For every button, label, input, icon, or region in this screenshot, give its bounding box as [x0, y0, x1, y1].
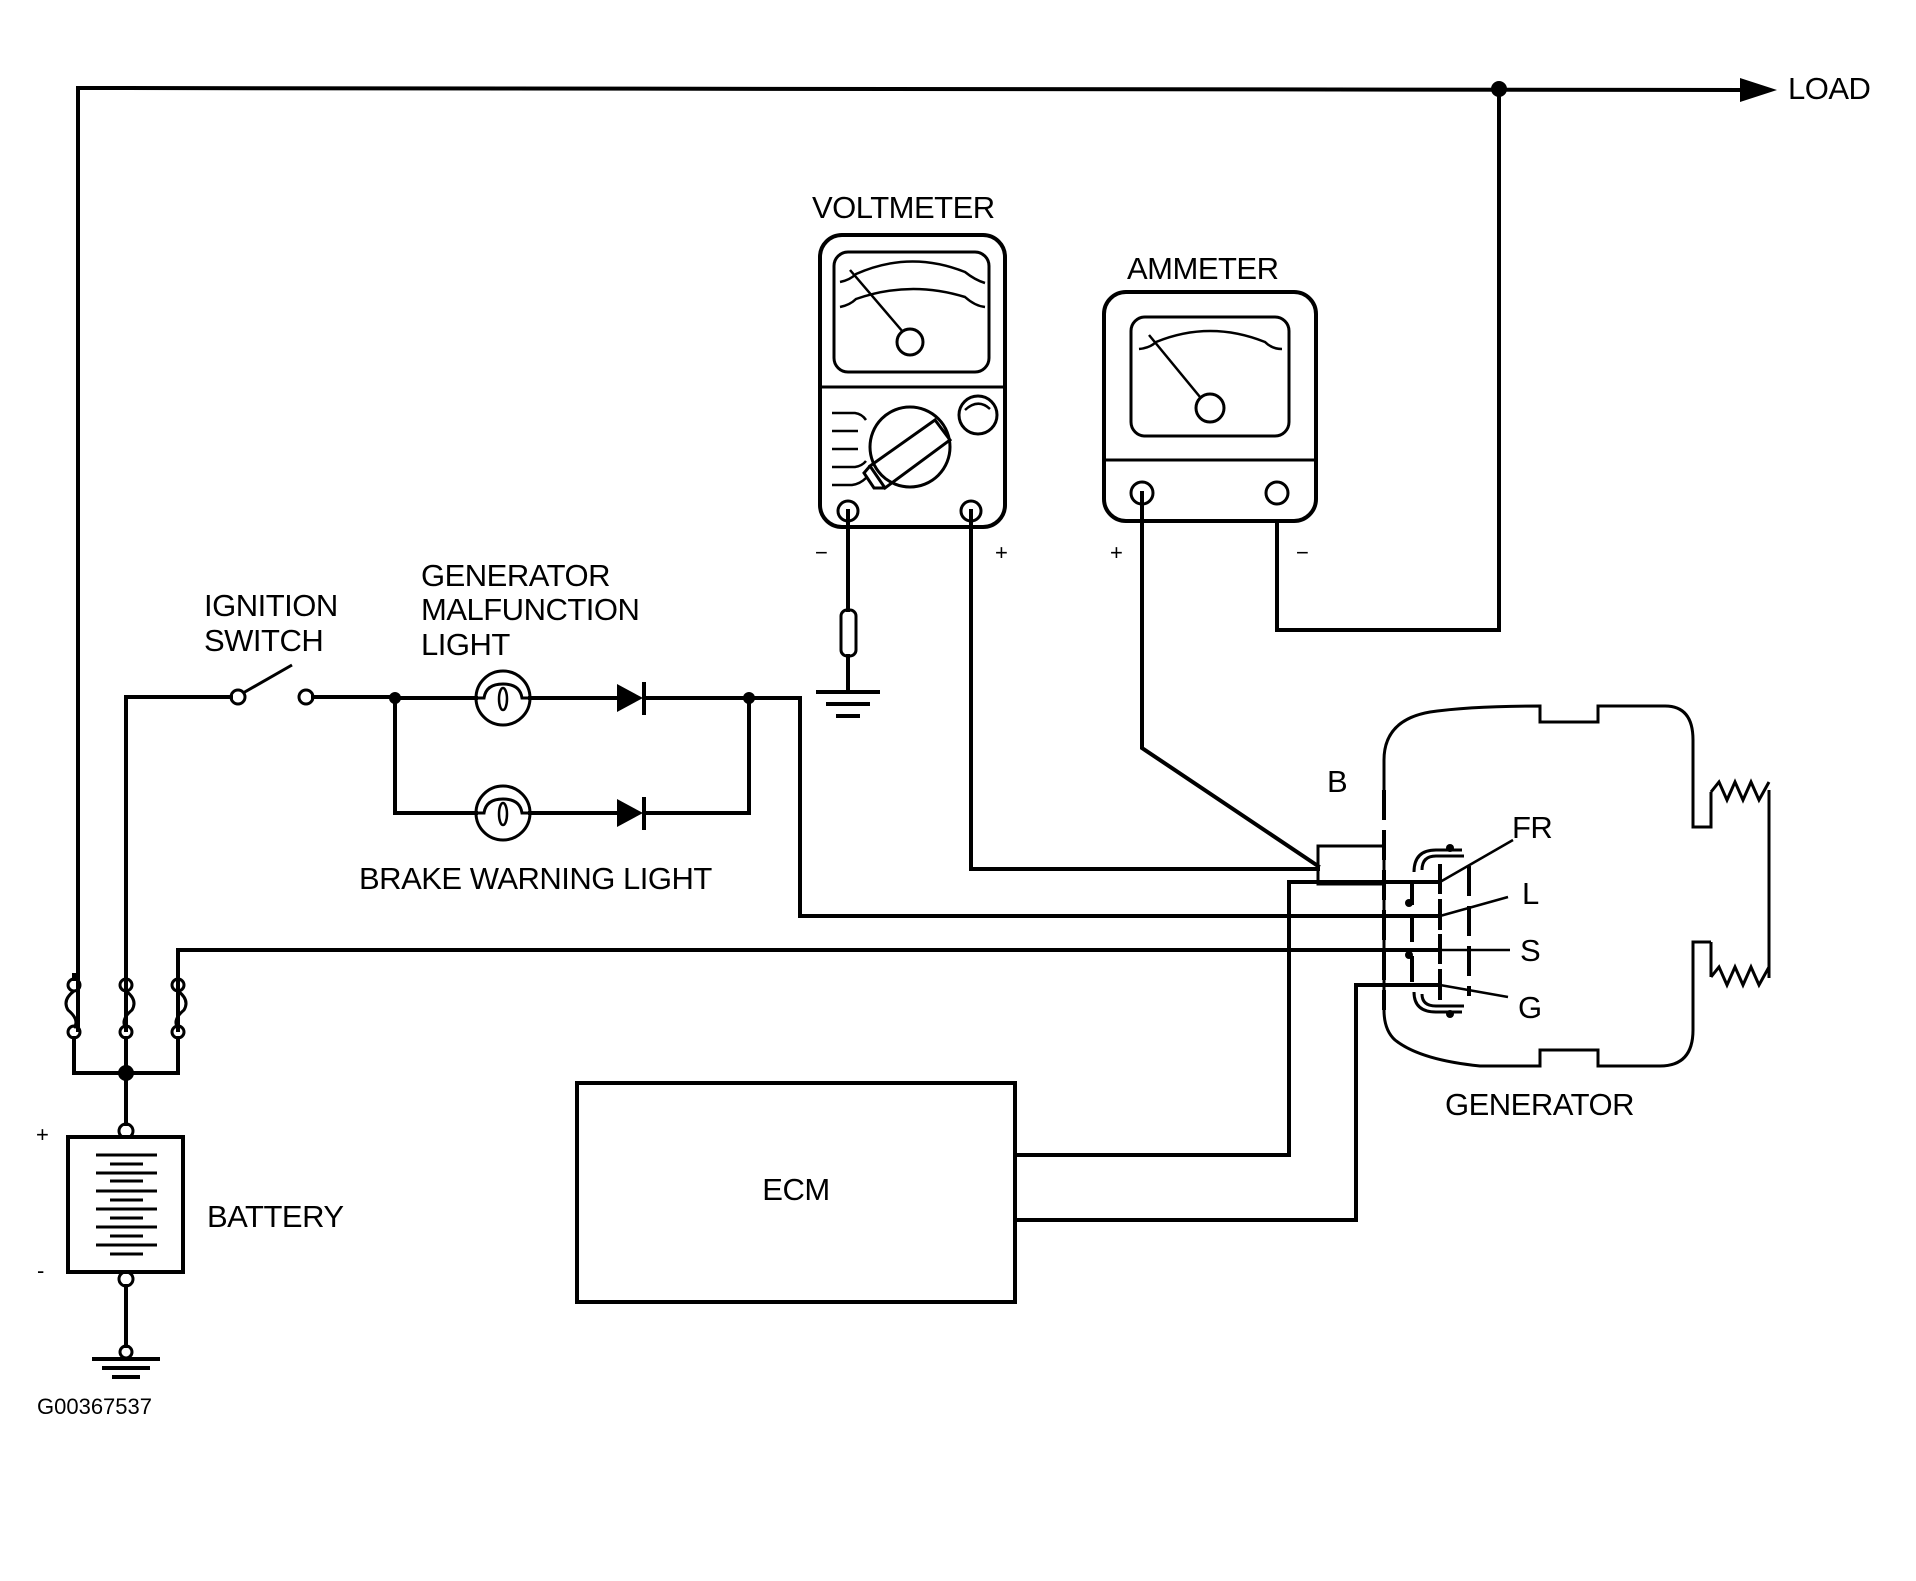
l-terminal-wire [798, 696, 1442, 918]
l-terminal-label: L [1522, 876, 1539, 911]
ammeter-minus-wire [1275, 87, 1501, 632]
ammeter-label: AMMETER [1127, 251, 1279, 286]
switch-contact-icon [297, 688, 315, 706]
voltmeter-plus-wire [969, 509, 1320, 871]
diode-icon [617, 797, 646, 830]
ammeter-pivot [1194, 392, 1226, 424]
malfunction-light-label-line1: GENERATOR [421, 558, 610, 593]
voltmeter-dial-knob [867, 417, 953, 491]
generator [1316, 704, 1771, 1068]
s-terminal-wire [176, 948, 1442, 1032]
switch-lever-icon [242, 663, 293, 695]
load-arrow-icon [1740, 78, 1777, 102]
fuse-block [64, 973, 188, 1126]
battery-minus-label: - [37, 1258, 44, 1283]
ammeter-minus-terminal [1264, 480, 1290, 506]
ammeter-needle [1148, 334, 1201, 398]
ammeter [1102, 290, 1318, 523]
malfunction-light-label-line3: LIGHT [421, 627, 510, 662]
fr-terminal-label: FR [1512, 810, 1552, 845]
switch-contact-icon [229, 688, 247, 706]
g-terminal-label: G [1518, 990, 1542, 1025]
generator-label: GENERATOR [1445, 1087, 1634, 1122]
generator-malfunction-lamp-icon [474, 669, 532, 727]
voltmeter-minus-label: − [815, 540, 828, 565]
fr-terminal-wire [1013, 880, 1442, 1157]
lamp-circuit [389, 669, 802, 842]
diode-icon [617, 682, 646, 715]
voltmeter-display [832, 250, 991, 374]
voltmeter-zero-adjust [957, 394, 999, 436]
ammeter-minus-label: − [1296, 540, 1309, 565]
battery-negative-terminal [117, 1270, 135, 1288]
b-terminal-label: B [1327, 764, 1347, 799]
fuse-icon [170, 977, 188, 1040]
probe-clip-icon [839, 608, 858, 658]
voltmeter-range-dial [868, 405, 952, 489]
ignition-switch [124, 663, 397, 1032]
battery-plus-label: + [36, 1122, 49, 1147]
ecm-module [575, 1081, 1017, 1304]
ignition-switch-label-line1: IGNITION [204, 588, 338, 623]
voltmeter-pivot [895, 327, 925, 357]
ammeter-plus-label: + [1110, 540, 1123, 565]
battery-body [66, 1135, 185, 1274]
battery [66, 1122, 185, 1379]
malfunction-light-label-line2: MALFUNCTION [421, 592, 639, 627]
load-label: LOAD [1788, 71, 1870, 106]
voltmeter [818, 233, 1007, 529]
g-terminal-wire [1013, 983, 1442, 1222]
brake-warning-light-label: BRAKE WARNING LIGHT [359, 861, 712, 896]
pulley-belt-icon [1709, 778, 1771, 804]
brake-warning-lamp-icon [474, 784, 532, 842]
voltmeter-label: VOLTMETER [812, 190, 995, 225]
voltmeter-ground-lead [816, 509, 880, 718]
ammeter-display [1129, 315, 1291, 438]
ammeter-plus-wire [1140, 491, 1321, 869]
b-terminal [1316, 844, 1386, 886]
ecm-label: ECM [762, 1172, 829, 1207]
figure-id: G00367537 [37, 1394, 152, 1419]
voltmeter-plus-label: + [995, 540, 1008, 565]
voltmeter-needle [849, 269, 904, 333]
s-terminal-label: S [1520, 933, 1540, 968]
battery-label: BATTERY [207, 1199, 344, 1234]
ignition-switch-label-line2: SWITCH [204, 623, 323, 658]
connector-housing [1420, 854, 1464, 871]
